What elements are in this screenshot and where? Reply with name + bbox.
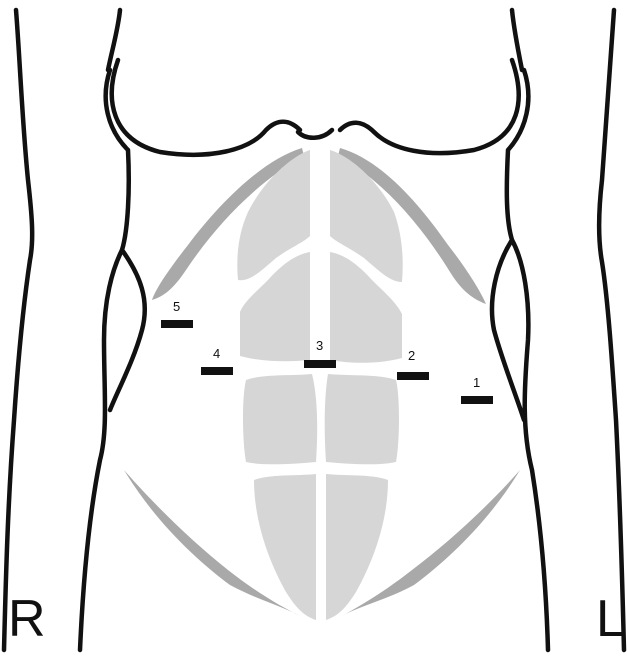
left-arm-outer-line (599, 10, 624, 650)
left-breast-line (340, 60, 519, 153)
right-breast-line (112, 60, 300, 155)
left-waist-curve (492, 240, 524, 420)
right-waist-curve (110, 250, 145, 410)
cleavage-line (298, 130, 332, 138)
marker-1-label: 1 (473, 375, 480, 390)
muscle-right-third (243, 374, 317, 464)
marker-5-bar (161, 320, 193, 328)
right-flank-line (80, 70, 129, 650)
left-side-label: L (596, 590, 625, 648)
right-side-label: R (8, 590, 46, 648)
left-flank-line (507, 70, 548, 650)
marker-2-bar (397, 372, 429, 380)
marker-4-label: 4 (213, 346, 220, 361)
marker-1-bar (461, 396, 493, 404)
marker-5-label: 5 (173, 299, 180, 314)
oblique-bands (124, 148, 520, 616)
muscle-left-third (325, 374, 399, 464)
marker-4-bar (201, 367, 233, 375)
rectus-abdominis (237, 150, 402, 620)
marker-3-bar (304, 360, 336, 368)
right-arm-outer-line (4, 10, 32, 650)
marker-2-label: 2 (408, 348, 415, 363)
marker-3-label: 3 (316, 338, 323, 353)
